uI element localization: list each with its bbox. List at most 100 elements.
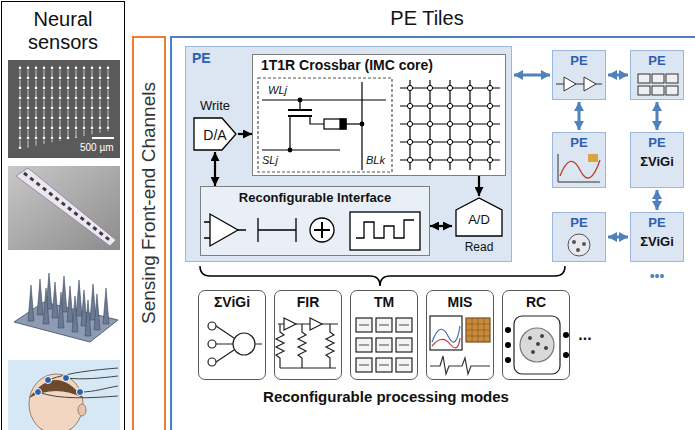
mode-icons: [528, 336, 532, 340]
tile-icons: [560, 160, 600, 178]
eeg-head-illustration: [45, 377, 52, 384]
interface-symbols: [258, 218, 296, 242]
tile-icons: [666, 74, 678, 83]
signal-name: SLj: [262, 154, 286, 167]
tile-icons: [584, 77, 596, 91]
crossbar-cell-circuit: [360, 122, 364, 126]
mode-icons: [466, 318, 490, 342]
group-caption: Reconfigurable processing modes: [190, 388, 582, 406]
crossbar-array: [400, 79, 500, 170]
node-title: PE: [553, 53, 605, 68]
connector-arrow: [238, 133, 252, 135]
eeg-head-illustration: [29, 374, 83, 430]
mode-icons: [359, 325, 409, 365]
mode-icons: [430, 316, 462, 350]
tile-icons: [588, 154, 598, 162]
mode-icons: [276, 324, 284, 368]
shank-probe-photo: [8, 166, 120, 250]
interface-symbols: [356, 220, 414, 238]
node-title: ΣViGi: [199, 294, 265, 311]
eeg-head-illustration: [38, 368, 118, 398]
connector-arrow: [656, 102, 659, 130]
crossbar-cell-circuit: [288, 109, 312, 111]
crossbar-cell-circuit: [258, 78, 392, 172]
eeg-head-illustration: [35, 389, 42, 396]
tile-icons: [652, 86, 664, 95]
mode-icons: [466, 318, 490, 342]
connector-arrow: [608, 236, 628, 239]
crossbar-cell-circuit: [324, 119, 346, 129]
eeg-head-illustration: [63, 375, 70, 382]
node-title: PE Tiles: [172, 6, 682, 30]
shank-probe-photo: [24, 173, 112, 242]
connector-arrow: [214, 152, 216, 186]
node-text: ΣViGi: [631, 234, 683, 250]
tile-icons: [582, 242, 586, 246]
tile-icons: [568, 234, 590, 256]
mode-icons: [505, 342, 511, 348]
node-title: Neural sensors: [4, 8, 122, 54]
label-holder: SLj: [262, 154, 286, 167]
mode-icons: [284, 318, 296, 330]
mode-icons: [208, 340, 216, 348]
mode-icons: [540, 334, 544, 338]
mode-icons: [531, 350, 535, 354]
tile-icons: [666, 86, 678, 95]
crossbar-cell-circuit: [288, 148, 292, 152]
interface-symbols: [210, 214, 238, 246]
mode-icons: [563, 332, 569, 338]
eeg-head-illustration: [29, 368, 118, 430]
tile-icons: [638, 74, 650, 83]
connector-arrow: [578, 102, 581, 130]
node-title: PE: [553, 135, 605, 150]
converter-symbols: [194, 118, 236, 150]
mode-icons: [432, 338, 460, 348]
ellipsis: ...: [574, 326, 596, 344]
label-holder: WLj: [268, 84, 292, 97]
crossbar-cell-circuit: [340, 119, 346, 129]
mode-icons: [505, 357, 511, 363]
label-holder: ...: [574, 326, 596, 344]
connector-arrow: [430, 225, 452, 227]
pe-tile: PEΣViGi: [630, 212, 684, 262]
node-title: Reconfigurable Interface: [201, 190, 429, 206]
label-holder: 500 µm: [80, 142, 116, 154]
crossbar-cell-circuit: [310, 116, 324, 124]
mode-icons: [298, 324, 306, 368]
node-title: Write: [192, 98, 238, 114]
tile-icons: [638, 86, 650, 95]
mode-icons: [514, 316, 560, 374]
eeg-head-illustration: [77, 389, 84, 396]
interface-symbols: [310, 218, 334, 242]
mode-icons: [430, 356, 490, 374]
probe-array-photo: [14, 66, 114, 150]
mode-icons: [208, 358, 216, 366]
connector-arrow: [514, 74, 550, 77]
mode-icons: [520, 328, 554, 362]
interface-symbols: [350, 212, 420, 250]
mode-icons: [216, 326, 262, 362]
tile-icons: [558, 154, 600, 182]
utah-array: [28, 285, 91, 336]
crossbar-array: [400, 80, 500, 170]
crossbar-cell-circuit: [258, 78, 392, 172]
probe-array-photo: [8, 60, 120, 158]
brace: [200, 266, 565, 286]
mode-icons: [233, 333, 255, 355]
mode-icons: [432, 326, 460, 342]
ellipsis: •••: [630, 268, 684, 284]
probe-array-photo: [92, 137, 114, 139]
node-title: PE: [631, 135, 683, 150]
front-end-band: Sensing Front-end Channels: [132, 36, 166, 430]
crossbar-cell-circuit: [262, 99, 386, 100]
signal-name: WLj: [268, 84, 292, 97]
node-title: A/D: [452, 212, 506, 228]
crossbar-array: [400, 79, 500, 169]
tile-icons: [572, 240, 576, 244]
node-title: RC: [503, 294, 569, 311]
node-text: Read: [452, 240, 506, 254]
brace: [200, 266, 565, 286]
tile-icons: [652, 74, 664, 83]
tile-icons: [556, 74, 678, 256]
